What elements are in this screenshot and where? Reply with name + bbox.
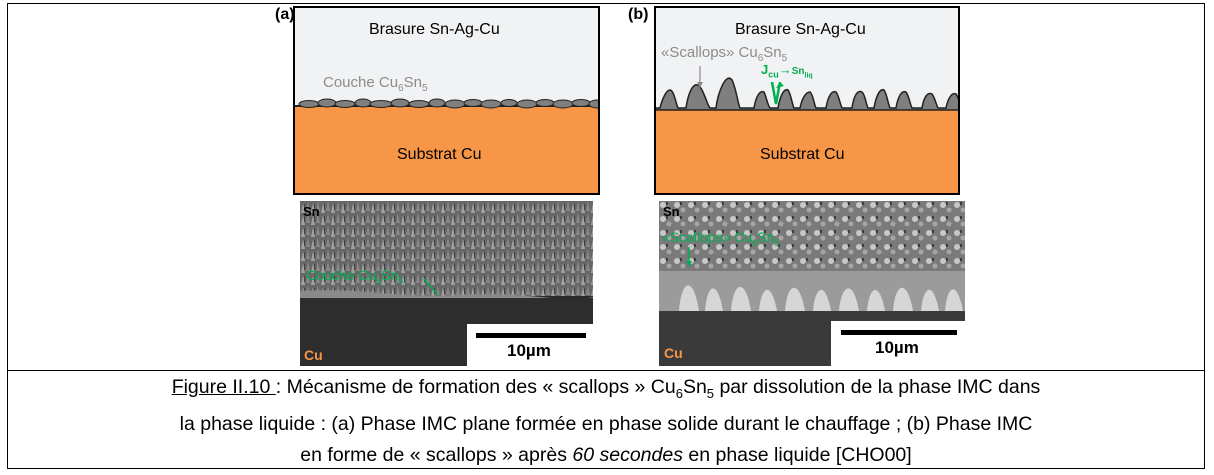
- panel-a-layers: [295, 98, 598, 193]
- panel-a-sem-layer-label: Couche Cu6Sn5: [306, 267, 404, 286]
- panel-b-sem-sn-label: Sn: [663, 204, 680, 219]
- panel-a-sem-texture: [300, 201, 593, 366]
- panel-b-sem-scallops: [679, 285, 963, 311]
- panel-a-sem-sn-label: Sn: [303, 204, 320, 219]
- panel-b-scallops: [656, 77, 958, 111]
- panel-a-layer-label: Couche Cu6Sn5: [323, 74, 428, 94]
- panel-a-imc-layer: [298, 98, 598, 109]
- panel-b-sem-texture: [659, 201, 965, 366]
- panel-a-sem-image: Sn Couche Cu6Sn5 Cu 10µm: [300, 201, 593, 366]
- panel-b-sem-cu-label: Cu: [664, 345, 683, 361]
- figure-caption: Figure II.10 : Mécanisme de formation de…: [7, 372, 1205, 471]
- panel-b-scalebar-box: 10µm: [831, 321, 965, 366]
- caption-divider: [7, 370, 1205, 371]
- panel-a-scale-label: 10µm: [507, 341, 551, 360]
- panel-b-scale-label: 10µm: [875, 338, 919, 357]
- panel-a-solder-label: Brasure Sn-Ag-Cu: [369, 21, 500, 38]
- panel-b-solder-label: Brasure Sn-Ag-Cu: [735, 21, 866, 38]
- figure-reference: Figure II.10: [171, 376, 276, 398]
- panel-b-flux-label: Jcu→Snliq: [761, 62, 813, 80]
- caption-line-3: en forme de « scallops » après 60 second…: [300, 443, 912, 466]
- panel-b-flux-arrow: [770, 81, 782, 105]
- caption-line-2: la phase liquide : (a) Phase IMC plane f…: [179, 412, 1033, 435]
- panel-a-label: (a): [275, 6, 295, 23]
- panel-a-substrate-label: Substrat Cu: [397, 146, 482, 163]
- figure-frame: [7, 3, 1205, 469]
- panel-b-sem-image: Sn «Scallops» Cu6Sn5 Cu 10µm: [659, 201, 965, 366]
- panel-b-substrate-label: Substrat Cu: [760, 146, 845, 163]
- panel-b-scalebar: [841, 330, 957, 335]
- panel-b-layers: [656, 66, 958, 193]
- panel-a-substrate: [295, 106, 598, 193]
- panel-a-schematic: Brasure Sn-Ag-Cu Couche Cu6Sn5 Substrat …: [293, 6, 600, 195]
- panel-b-substrate: [656, 108, 958, 193]
- panel-b-scallops-label: «Scallops» Cu6Sn5: [661, 44, 788, 64]
- panel-a-scalebar-box: 10µm: [467, 324, 593, 366]
- panel-a-sem-cu-label: Cu: [304, 347, 323, 363]
- panel-b-sem-scallops-label: «Scallops» Cu6Sn5: [662, 229, 780, 248]
- caption-line-1: Figure II.10 : Mécanisme de formation de…: [171, 376, 1041, 401]
- panel-b-schematic: Brasure Sn-Ag-Cu «Scallops» Cu6Sn5 Jcu→S…: [654, 6, 960, 195]
- panel-a-scalebar: [476, 333, 586, 338]
- panel-b-label: (b): [628, 6, 649, 23]
